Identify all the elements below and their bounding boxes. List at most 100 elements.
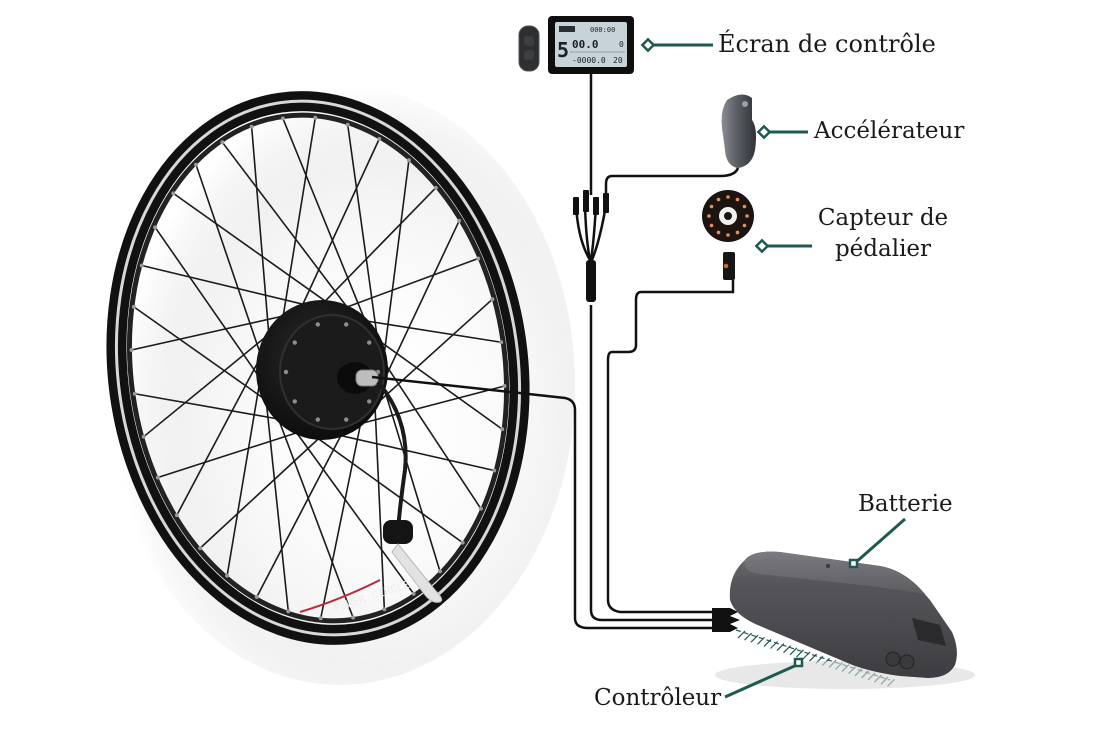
spoke [381, 160, 410, 372]
spoke [250, 126, 271, 340]
label-pas: Capteur de pédalier [812, 203, 954, 265]
spoke-nipple [220, 140, 225, 145]
controller-hatch [809, 653, 817, 662]
spoke [299, 138, 380, 311]
spoke-nipple [377, 137, 382, 142]
spoke [372, 335, 503, 430]
spoke [282, 118, 370, 331]
spoke-nipple [351, 615, 356, 620]
controller-hatch [757, 636, 765, 645]
hub-bolt [292, 340, 297, 345]
splitter-sleeve [586, 260, 596, 302]
spoke-nipple [141, 434, 146, 439]
hub-bolt [315, 322, 320, 327]
spoke-nipple [478, 506, 483, 511]
callout-lines [654, 43, 906, 699]
pas-sensor-body [723, 252, 735, 280]
valve-stem [391, 543, 443, 603]
hub-bolt [292, 399, 297, 404]
spoke-nipple [318, 616, 323, 621]
spoke [221, 141, 355, 316]
controller-hatch [802, 651, 811, 660]
plug-3 [712, 624, 738, 632]
spoke [264, 390, 290, 612]
connector-3 [593, 197, 599, 215]
spoke-nipple [131, 304, 136, 309]
spoke-nipple [411, 591, 416, 596]
spoke-nipple [171, 191, 176, 196]
display-unit: 000:00 5 00.0 0 -0000.0 20 [518, 16, 634, 74]
label-controller: Contrôleur [594, 685, 722, 711]
spoke [319, 187, 437, 307]
spoke-nipple [457, 218, 462, 223]
lcd-odometer: -0000.0 [572, 56, 606, 65]
spoke-nipple [433, 185, 438, 190]
lcd-assist-level: 5 [557, 38, 569, 62]
battery-handle [912, 618, 946, 646]
wheel-spokes [129, 115, 507, 621]
spoke [154, 226, 264, 384]
pas-magnet [716, 230, 721, 235]
callout-markers [640, 37, 859, 668]
hub-bolts [283, 322, 381, 422]
spoke-nipple [194, 162, 199, 167]
label-throttle: Accélérateur [814, 118, 965, 144]
hub-bolt [283, 369, 289, 375]
spoke-nipple [460, 540, 465, 545]
pas-sensor-led [723, 263, 729, 269]
spoke [281, 117, 317, 323]
spoke-nipple [499, 340, 504, 345]
battery-port-1 [885, 651, 901, 667]
label-display: Écran de contrôle [718, 30, 936, 58]
splitter-connectors [573, 190, 609, 302]
spoke [380, 379, 441, 572]
spoke [289, 424, 415, 595]
spoke-nipple [139, 263, 144, 268]
controller-hatch [783, 645, 791, 654]
throttle-body [721, 94, 756, 168]
label-pas-line1: Capteur de [817, 205, 949, 231]
lcd-clock: 000:00 [590, 26, 615, 34]
spoke [274, 409, 354, 618]
controller-hatch [744, 632, 752, 641]
spoke-nipple [500, 427, 505, 432]
connector-4 [603, 193, 609, 213]
pas-magnet [726, 233, 730, 237]
pas-magnet [709, 223, 714, 228]
pas-magnet [707, 214, 711, 218]
plug-2 [712, 616, 740, 624]
pas-magnet [742, 204, 747, 209]
pas-magnet [726, 195, 730, 199]
display-lcd [555, 22, 627, 67]
rim-highlight [114, 99, 522, 637]
plug-1 [712, 608, 738, 616]
spoke [199, 433, 325, 549]
spoke [340, 257, 479, 311]
callout-line-battery [854, 517, 906, 565]
spoke [226, 368, 263, 576]
spoke-nipple [492, 468, 497, 473]
hub-bolt [367, 340, 372, 345]
pas-magnet [735, 197, 740, 202]
spoke-nipple [476, 256, 481, 261]
pas-magnet [745, 214, 749, 218]
spoke-nipple [502, 383, 507, 388]
battery-top [744, 551, 925, 594]
controller-edge [735, 629, 891, 681]
marker-battery [848, 558, 859, 569]
hub-bolt [344, 322, 349, 327]
controller-hatch [776, 643, 785, 652]
remote-button-down [524, 50, 534, 60]
controller-hatch [763, 638, 772, 647]
wire-main [589, 305, 720, 622]
spoke [176, 346, 267, 516]
spoke-nipple [437, 569, 442, 574]
remote-button-up [524, 36, 534, 46]
remote-button-pad [518, 25, 540, 72]
throttle-unit [721, 94, 756, 168]
spoke-nipple [132, 391, 137, 396]
marker-throttle [756, 124, 772, 140]
connector-1 [573, 197, 579, 215]
hub-bolt [315, 417, 320, 422]
spoke-nipple [153, 225, 158, 230]
